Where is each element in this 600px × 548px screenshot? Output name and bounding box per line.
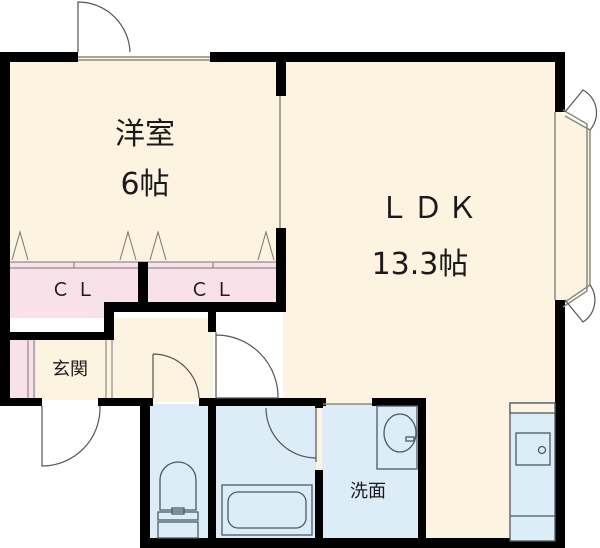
bathtub-icon — [221, 484, 313, 536]
bath-door — [265, 407, 317, 462]
hall-door — [215, 332, 279, 399]
room-name-closet-2: ＣＬ — [189, 279, 240, 301]
balcony-door-top — [77, 1, 131, 53]
kitchen-counter — [509, 402, 556, 542]
room-name-washroom: 洗面 — [350, 481, 386, 502]
bay-window-top — [564, 89, 598, 131]
walls — [0, 52, 565, 548]
closet-1-floor-b — [8, 304, 108, 318]
entrance-floor — [36, 340, 108, 400]
doors — [41, 1, 598, 467]
bathroom-floor — [216, 404, 316, 540]
hall-floor — [108, 318, 213, 402]
sink-icon — [515, 432, 551, 466]
room-name-western: 洋室 — [115, 117, 175, 152]
entrance-shoebox — [8, 340, 36, 400]
toilet-icon — [159, 461, 197, 511]
room-size-ldk: 13.3帖 — [371, 247, 469, 282]
room-name-closet-1: ＣＬ — [50, 279, 101, 301]
entrance-door — [41, 405, 101, 467]
room-name-ldk: ＬＤＫ — [379, 191, 481, 226]
washroom-floor — [322, 404, 420, 540]
floors — [8, 58, 590, 542]
room-name-entrance: 玄関 — [52, 359, 88, 380]
western-room-floor — [8, 58, 283, 268]
closet-1-floor — [8, 262, 140, 304]
wash-basin-icon — [376, 405, 418, 470]
thin-lines — [78, 56, 591, 405]
bay-window-bottom — [564, 284, 596, 323]
closet-2-floor — [148, 262, 278, 304]
room-size-western: 6帖 — [120, 167, 170, 202]
toilet-door — [152, 353, 200, 399]
bay-window-floor — [558, 110, 590, 305]
fixtures — [157, 402, 556, 542]
